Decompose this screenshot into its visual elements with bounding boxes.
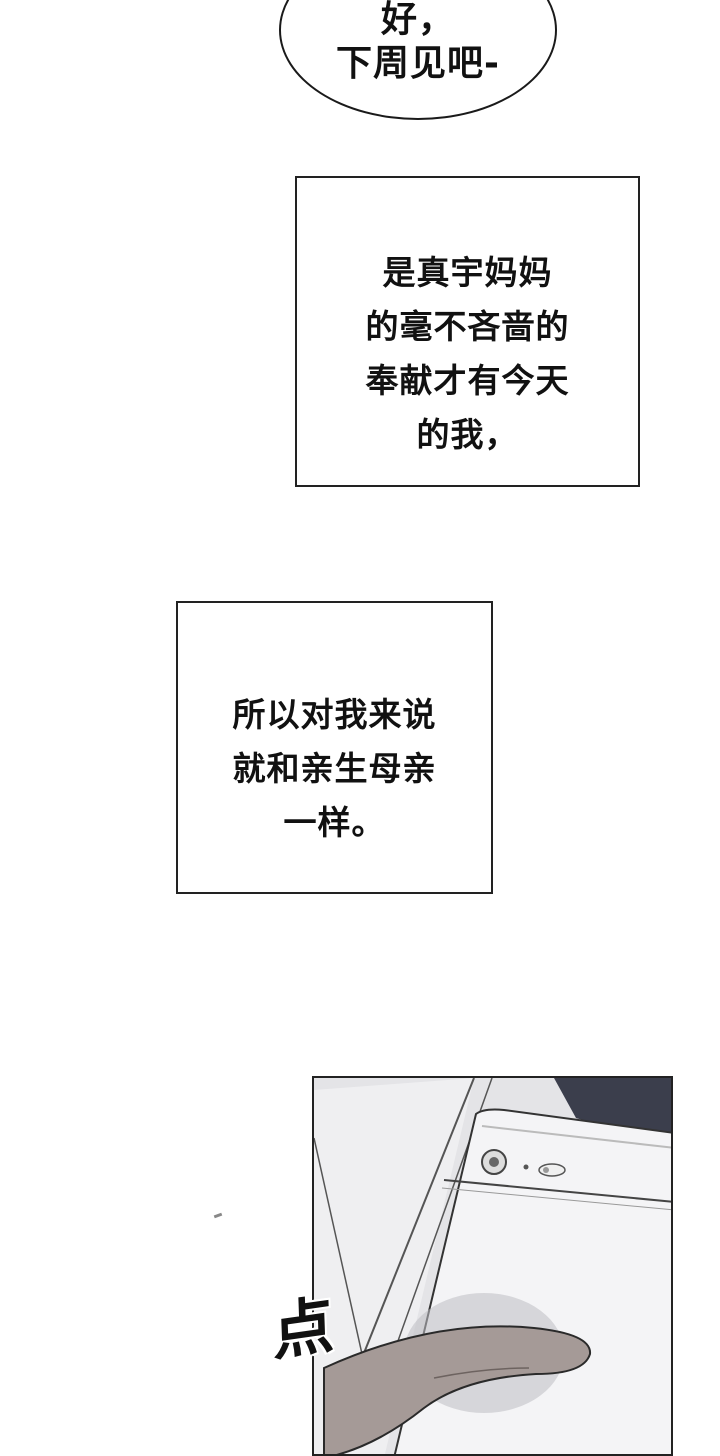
ink-speck: [213, 1212, 223, 1219]
caption-1-line-3: 奉献才有今天: [365, 361, 570, 400]
caption-box-1: 是真宇妈妈 的毫不吝啬的 奉献才有今天 的我，: [295, 176, 640, 487]
speech-bubble-line-2: 下周见吧-: [336, 43, 500, 84]
speech-bubble: 好， 下周见吧-: [279, 0, 557, 120]
speech-bubble-line-1: 好，: [380, 0, 455, 40]
sound-effect-text: 点: [271, 1287, 336, 1370]
caption-2-line-1: 所以对我来说: [232, 695, 437, 734]
caption-2-line-3: 一样。: [283, 803, 386, 842]
phone-in-hand-icon: [314, 1078, 671, 1454]
caption-1-line-4: 的我，: [416, 415, 519, 454]
phone-panel: [312, 1076, 673, 1456]
caption-box-2: 所以对我来说 就和亲生母亲 一样。: [176, 601, 493, 894]
caption-1-line-2: 的毫不吝啬的: [365, 307, 570, 346]
caption-1-line-1: 是真宇妈妈: [382, 253, 553, 292]
caption-2-line-2: 就和亲生母亲: [232, 749, 437, 788]
